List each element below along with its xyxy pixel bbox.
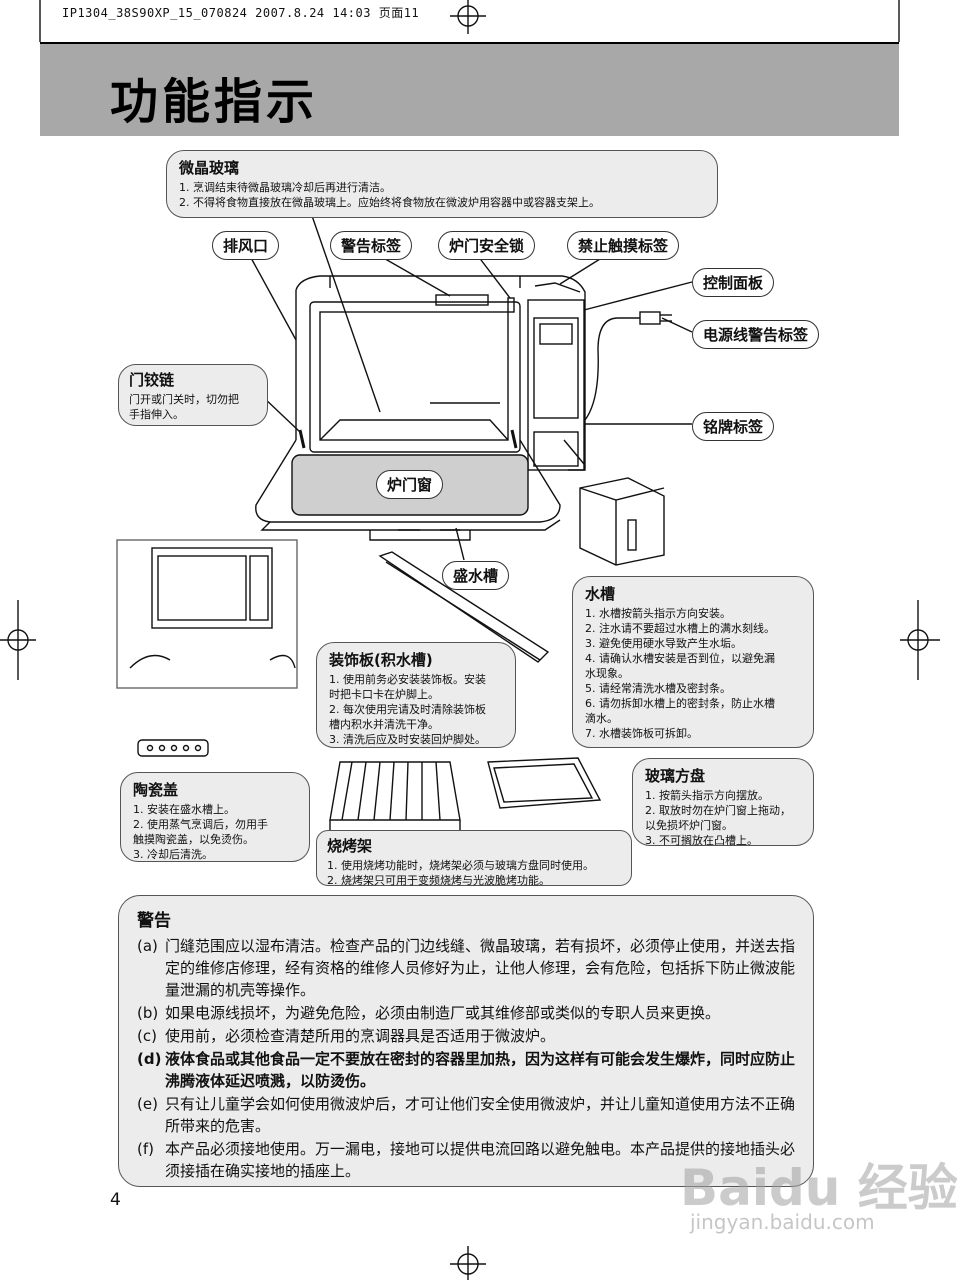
warning-item-label: (e) (137, 1095, 158, 1113)
water-tank-item: 3. 避免使用硬水导致产生水垢。 (585, 637, 742, 650)
warning-item: (e) 只有让儿童学会如何使用微波炉后，才可让他们安全使用微波炉，并让儿童知道使… (137, 1093, 795, 1137)
deco-item: 2. 每次使用完请及时清除装饰板 (329, 703, 486, 716)
glass-tray-title: 玻璃方盘 (645, 767, 706, 785)
title-band (40, 42, 899, 136)
warning-item: (d) 液体食品或其他食品一定不要放在密封的容器里加热，因为这样有可能会发生爆炸… (137, 1048, 795, 1092)
ceramic-item: 3. 冷却后清洗。 (133, 848, 213, 861)
warning-item-text: 液体食品或其他食品一定不要放在密封的容器里加热，因为这样有可能会发生爆炸，同时应… (165, 1050, 796, 1090)
warning-item-text: 如果电源线损坏，为避免危险，必须由制造厂或其维修部或类似的专职人员来更换。 (165, 1004, 721, 1022)
warning-item: (b) 如果电源线损坏，为避免危险，必须由制造厂或其维修部或类似的专职人员来更换… (137, 1002, 795, 1024)
warning-title: 警告 (137, 911, 171, 931)
rack-callout: 烧烤架 1. 使用烧烤功能时，烧烤架必须与玻璃方盘同时使用。 2. 烧烤架只可用… (316, 830, 632, 887)
water-tank-item: 6. 请勿拆卸水槽上的密封条，防止水槽 (585, 697, 775, 710)
rack-item: 2. 烧烤架只可用于变频烧烤与光波脆烤功能。 (327, 874, 550, 887)
deco-item: 槽内积水并清洗干净。 (329, 718, 439, 731)
glass-callout: 微晶玻璃 1. 烹调结束待微晶玻璃冷却后再进行清洁。 2. 不得将食物直接放在微… (166, 150, 718, 218)
label-exhaust: 排风口 (212, 231, 280, 260)
hinge-callout: 门铰链 门开或门关时，切勿把 手指伸入。 (118, 364, 268, 426)
warning-item-text: 只有让儿童学会如何使用微波炉后，才可让他们安全使用微波炉，并让儿童知道使用方法不… (165, 1095, 796, 1135)
water-tank-item: 7. 水槽装饰板可拆卸。 (585, 727, 698, 740)
print-header: IP1304_38S90XP_15_070824 2007.8.24 14:03… (62, 6, 420, 20)
warning-item: (f) 本产品必须接地使用。万一漏电，接地可以提供电流回路以避免触电。本产品提供… (137, 1138, 795, 1182)
warning-item-text: 使用前，必须检查清楚所用的烹调器具是否适用于微波炉。 (165, 1027, 556, 1045)
water-tank-title: 水槽 (585, 585, 616, 603)
hinge-item: 门开或门关时，切勿把 (129, 393, 239, 406)
water-tank-item: 水现象。 (585, 667, 629, 680)
warning-box: 警告 (a) 门缝范围应以湿布清洁。检查产品的门边线缝、微晶玻璃，若有损坏，必须… (118, 895, 814, 1187)
water-tank-item: 5. 请经常清洗水槽及密封条。 (585, 682, 731, 695)
page-title: 功能指示 (110, 74, 319, 130)
rack-title: 烧烤架 (327, 837, 373, 855)
glass-tray-callout: 玻璃方盘 1. 按箭头指示方向摆放。 2. 取放时勿在炉门窗上拖动， 以免损坏炉… (632, 758, 814, 847)
glass-item: 2. 不得将食物直接放在微晶玻璃上。应始终将食物放在微波炉用容器中或容器支架上。 (179, 196, 600, 209)
glass-tray-item: 1. 按箭头指示方向摆放。 (645, 789, 769, 802)
glass-tray-item: 2. 取放时勿在炉门窗上拖动， (645, 804, 791, 817)
water-tank-callout: 水槽 1. 水槽按箭头指示方向安装。 2. 注水请不要超过水槽上的满水刻线。 3… (572, 576, 814, 748)
watermark-url: jingyan.baidu.com (690, 1210, 875, 1234)
warning-item: (c) 使用前，必须检查清楚所用的烹调器具是否适用于微波炉。 (137, 1025, 795, 1047)
label-no-touch: 禁止触摸标签 (567, 231, 680, 260)
deco-callout: 装饰板(积水槽) 1. 使用前务必安装装饰板。安装 时把卡口卡在炉脚上。 2. … (316, 642, 516, 748)
warning-item-label: (b) (137, 1004, 159, 1022)
water-tank-item: 4. 请确认水槽安装是否到位，以避免漏 (585, 652, 775, 665)
rack-item: 1. 使用烧烤功能时，烧烤架必须与玻璃方盘同时使用。 (327, 859, 594, 872)
water-tank-item: 滴水。 (585, 712, 618, 725)
ceramic-title: 陶瓷盖 (133, 781, 179, 799)
ceramic-callout: 陶瓷盖 1. 安装在盛水槽上。 2. 使用蒸气烹调后，勿用手 触摸陶瓷盖，以免烫… (120, 772, 310, 862)
ceramic-item: 触摸陶瓷盖，以免烫伤。 (133, 833, 254, 846)
label-control-panel: 控制面板 (692, 268, 775, 297)
label-warning-label: 警告标签 (330, 231, 413, 260)
ceramic-item: 1. 安装在盛水槽上。 (133, 803, 235, 816)
deco-item: 3. 清洗后应及时安装回炉脚处。 (329, 733, 486, 746)
warning-item-text: 门缝范围应以湿布清洁。检查产品的门边线缝、微晶玻璃，若有损坏，必须停止使用，并送… (165, 937, 796, 999)
page-number: 4 (110, 1190, 121, 1210)
watermark-logo: Baidu 经验 (680, 1159, 958, 1217)
glass-tray-item: 以免损坏炉门窗。 (645, 819, 733, 832)
label-nameplate: 铭牌标签 (692, 412, 775, 441)
glass-title: 微晶玻璃 (179, 159, 240, 177)
warning-item-label: (a) (137, 937, 158, 955)
deco-title: 装饰板(积水槽) (329, 651, 433, 669)
warning-item-label: (c) (137, 1027, 157, 1045)
ceramic-item: 2. 使用蒸气烹调后，勿用手 (133, 818, 268, 831)
warning-item-text: 本产品必须接地使用。万一漏电，接地可以提供电流回路以避免触电。本产品提供的接地插… (165, 1140, 796, 1180)
warning-item-label: (f) (137, 1140, 154, 1158)
glass-item: 1. 烹调结束待微晶玻璃冷却后再进行清洁。 (179, 181, 391, 194)
warning-item: (a) 门缝范围应以湿布清洁。检查产品的门边线缝、微晶玻璃，若有损坏，必须停止使… (137, 935, 795, 1001)
label-drip-tray: 盛水槽 (442, 561, 510, 590)
warning-item-label: (d) (137, 1050, 162, 1068)
label-power-cord: 电源线警告标签 (692, 320, 820, 349)
label-door-window: 炉门窗 (376, 470, 444, 499)
water-tank-item: 1. 水槽按箭头指示方向安装。 (585, 607, 731, 620)
hinge-item: 手指伸入。 (129, 408, 184, 421)
glass-tray-item: 3. 不可搁放在凸槽上。 (645, 834, 758, 847)
deco-item: 1. 使用前务必安装装饰板。安装 (329, 673, 486, 686)
water-tank-item: 2. 注水请不要超过水槽上的满水刻线。 (585, 622, 775, 635)
deco-item: 时把卡口卡在炉脚上。 (329, 688, 439, 701)
hinge-title: 门铰链 (129, 371, 175, 389)
label-door-lock: 炉门安全锁 (438, 231, 536, 260)
